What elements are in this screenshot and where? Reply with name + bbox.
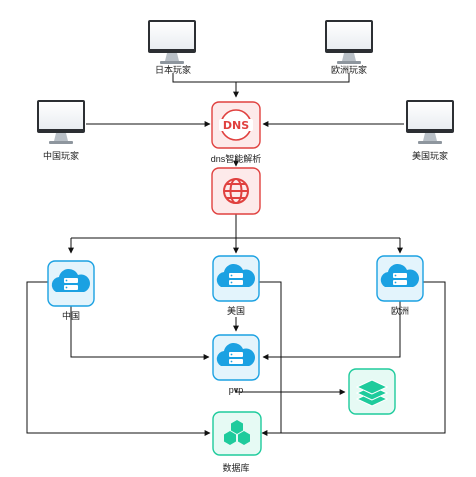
label-database: 数据库 bbox=[222, 462, 249, 473]
label-node-china: 中国 bbox=[62, 310, 80, 321]
usa-node[interactable] bbox=[212, 255, 260, 302]
cloud-server-icon bbox=[380, 263, 420, 287]
cache-node[interactable] bbox=[348, 368, 396, 415]
label-node-europe: 欧洲 bbox=[391, 305, 409, 316]
connectors bbox=[26, 73, 446, 436]
edge-europe-db bbox=[261, 281, 446, 436]
label-pvp: pvp bbox=[229, 385, 244, 395]
edge-china-pvp bbox=[70, 301, 210, 360]
edge-europe-pvp bbox=[262, 301, 401, 360]
label-usa-player: 美国玩家 bbox=[412, 150, 448, 161]
edge-japan-dns bbox=[172, 73, 239, 98]
label-china-player: 中国玩家 bbox=[43, 150, 79, 161]
label-dns: dns智能解析 bbox=[211, 153, 262, 164]
cloud-server-icon bbox=[51, 268, 91, 292]
pvp-node[interactable] bbox=[212, 334, 260, 381]
monitor-icon-china bbox=[37, 100, 85, 144]
edge-pvp-cache bbox=[235, 388, 346, 395]
china-node[interactable] bbox=[47, 260, 95, 307]
stack-icon bbox=[355, 379, 389, 407]
dns-node[interactable]: DNS bbox=[211, 101, 261, 149]
dns-icon: DNS bbox=[219, 109, 253, 141]
monitor-icon-usa bbox=[406, 100, 454, 144]
edge-europe-dns bbox=[236, 73, 350, 83]
cloud-server-icon bbox=[216, 263, 256, 287]
edge-china-db bbox=[26, 281, 211, 436]
globe-icon bbox=[223, 178, 249, 204]
europe-node[interactable] bbox=[376, 255, 424, 302]
dns-icon-text: DNS bbox=[223, 119, 249, 132]
monitor-icon-europe bbox=[325, 20, 373, 64]
label-japan-player: 日本玩家 bbox=[155, 64, 191, 75]
monitor-icon-japan bbox=[148, 20, 196, 64]
hexagon-cluster-icon bbox=[224, 420, 250, 445]
globe-node[interactable] bbox=[211, 167, 261, 215]
cloud-server-icon bbox=[216, 342, 256, 366]
label-node-usa: 美国 bbox=[227, 305, 245, 316]
database-node[interactable] bbox=[212, 411, 262, 456]
label-europe-player: 欧洲玩家 bbox=[331, 64, 367, 75]
